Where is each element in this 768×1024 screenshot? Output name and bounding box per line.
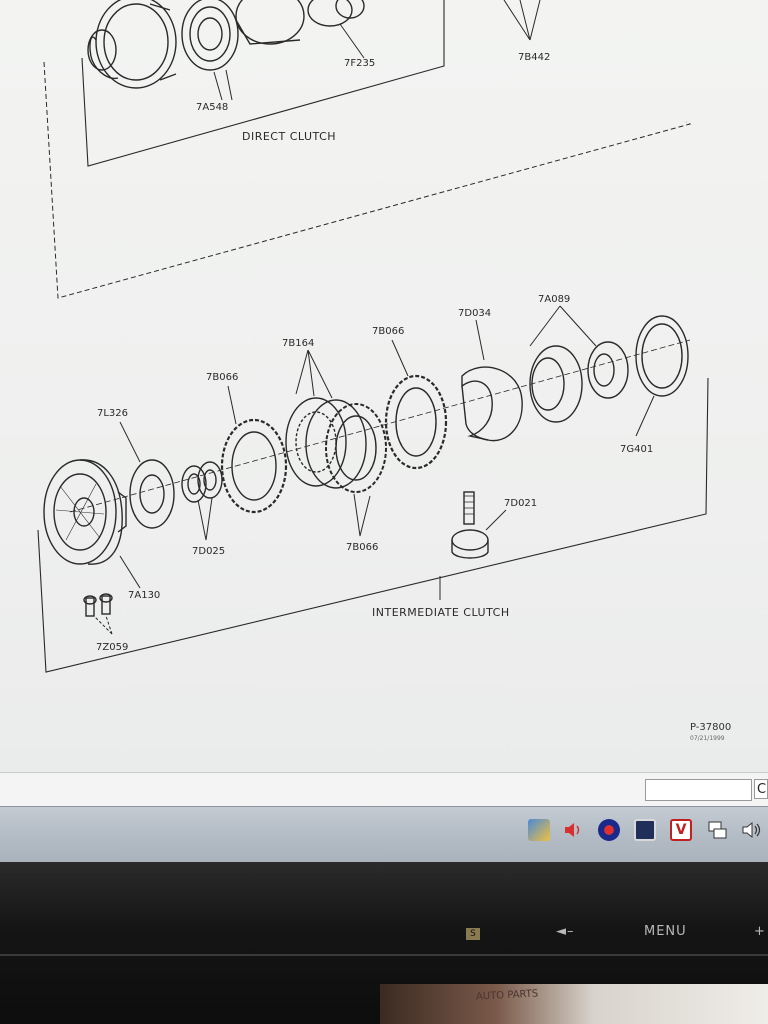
label-7b442: 7B442 xyxy=(518,52,550,63)
volume-icon[interactable] xyxy=(740,819,762,841)
label-7f235: 7F235 xyxy=(344,58,375,69)
desk-paper-text: AUTO PARTS xyxy=(475,988,539,1003)
taskbar: V xyxy=(0,806,768,862)
viewer-toolbar: C xyxy=(0,772,768,807)
viewer-corner-button[interactable]: C xyxy=(754,779,768,799)
part-7a089 xyxy=(529,341,629,423)
label-7g401: 7G401 xyxy=(620,444,653,455)
label-7d021: 7D021 xyxy=(504,498,537,509)
part-7a130 xyxy=(43,459,127,565)
security-v-icon[interactable]: V xyxy=(670,819,692,841)
part-7d021 xyxy=(451,491,489,559)
part-7b164 xyxy=(285,397,387,493)
bezel-edge xyxy=(0,954,768,956)
display-icon[interactable] xyxy=(634,819,656,841)
label-7b066-b: 7B066 xyxy=(372,326,404,337)
part-7l326 xyxy=(129,459,175,529)
label-7b066-a: 7B066 xyxy=(206,372,238,383)
desk-background: AUTO PARTS xyxy=(380,984,768,1024)
label-7b164: 7B164 xyxy=(282,338,314,349)
part-7b066-second xyxy=(384,374,448,470)
monitor-arrow-button[interactable]: ◄– xyxy=(556,924,575,939)
caption-direct-clutch: DIRECT CLUTCH xyxy=(242,130,336,143)
label-7z059: 7Z059 xyxy=(96,642,128,653)
ring-7a548 xyxy=(181,0,239,71)
label-7a130: 7A130 xyxy=(128,590,160,601)
part-7b066-first xyxy=(220,418,288,514)
network-icon[interactable] xyxy=(528,819,550,841)
part-7d034 xyxy=(461,366,523,442)
figure-number: P-37800 xyxy=(690,722,731,733)
label-7l326: 7L326 xyxy=(97,408,128,419)
boot-part xyxy=(87,0,177,89)
monitor-s-button[interactable]: S xyxy=(466,928,480,940)
part-7d025 xyxy=(181,461,223,503)
direct-clutch-frame xyxy=(81,0,445,167)
label-7d034: 7D034 xyxy=(458,308,491,319)
part-7z059 xyxy=(83,593,113,617)
drum-top xyxy=(235,0,365,45)
part-7g401 xyxy=(635,315,689,397)
caption-intermediate-clutch: INTERMEDIATE CLUTCH xyxy=(372,606,510,619)
monitor-menu-button[interactable]: MENU xyxy=(644,924,687,939)
intermediate-clutch-frame xyxy=(37,377,709,673)
figure-date: 07/21/1999 xyxy=(690,735,725,742)
page-number-field[interactable] xyxy=(645,779,752,801)
speaker-red-icon[interactable] xyxy=(562,819,584,841)
label-7b066-c: 7B066 xyxy=(346,542,378,553)
exploded-parts-diagram: 7A548 7F235 7B442 DIRECT CLUTCH xyxy=(37,0,731,742)
monitor-plus-button[interactable]: + xyxy=(754,924,766,939)
label-7d025: 7D025 xyxy=(192,546,225,557)
screen: 7A548 7F235 7B442 DIRECT CLUTCH xyxy=(0,0,768,862)
shield-icon[interactable] xyxy=(598,819,620,841)
computer-icon[interactable] xyxy=(706,819,728,841)
upper-dashed-frame xyxy=(43,61,692,299)
label-7a548: 7A548 xyxy=(196,102,228,113)
label-7a089: 7A089 xyxy=(538,294,570,305)
